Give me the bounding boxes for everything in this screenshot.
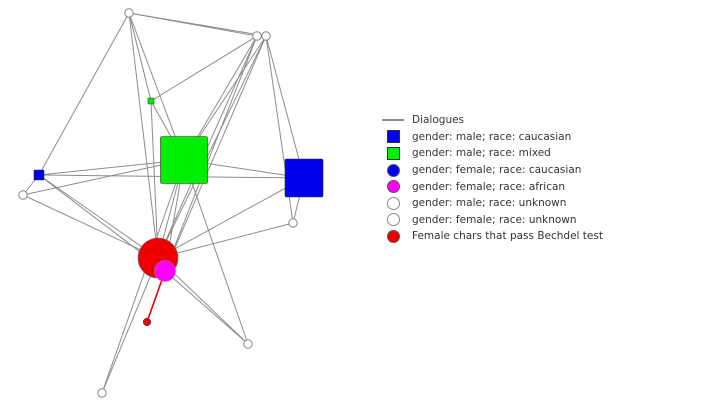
legend-label: gender: male; race: mixed (412, 147, 551, 160)
dialogue-edge (183, 159, 249, 345)
dialogue-edge (150, 35, 258, 102)
dialogue-edge (128, 12, 152, 102)
dialogue-edge (101, 159, 185, 394)
dialogue-edge (128, 12, 185, 161)
dialogue-edge (22, 159, 185, 196)
legend-item-male-caucasian: gender: male; race: caucasian (380, 129, 700, 146)
dialogue-edge (164, 35, 267, 272)
legend-label: Dialogues (412, 114, 465, 127)
node-female-african (154, 260, 176, 282)
node-unknown-c (261, 31, 271, 41)
legend: Dialogues gender: male; race: caucasian … (380, 112, 700, 245)
legend-label: gender: male; race: caucasian (412, 130, 572, 143)
legend-item-bechdel: Female chars that pass Bechdel test (380, 228, 700, 245)
legend-item-female-unknown: gender: female; race: unknown (380, 212, 700, 229)
dialogue-edges (22, 12, 305, 394)
dialogue-edge (265, 35, 305, 179)
node-unknown-a (124, 8, 134, 18)
dialogue-edge (157, 222, 294, 259)
legend-swatch-ring-icon (380, 212, 406, 228)
node-unknown-i (288, 218, 298, 228)
legend-label: Female chars that pass Bechdel test (412, 230, 603, 243)
node-unknown-n (97, 388, 107, 398)
dialogue-edge (38, 174, 159, 259)
legend-swatch-line-icon (380, 112, 406, 128)
legend-item-dialogues: Dialogues (380, 112, 700, 129)
dialogue-edge (38, 12, 130, 176)
dialogue-edge (157, 35, 267, 259)
dialogue-edge (157, 177, 305, 259)
node-male-mixed-small (147, 97, 155, 105)
node-unknown-m (243, 339, 253, 349)
node-bechdel-small (142, 317, 152, 327)
character-nodes (18, 8, 324, 398)
node-unknown-h (18, 190, 28, 200)
dialogue-edge (150, 100, 159, 259)
dialogue-edge (164, 270, 249, 345)
legend-label: gender: male; race: unknown (412, 197, 567, 210)
legend-label: gender: female; race: african (412, 180, 566, 193)
dialogue-edge (38, 159, 185, 176)
legend-swatch-square-icon (380, 145, 406, 161)
node-male-caucasian-small (33, 169, 45, 181)
dialogue-edge (22, 194, 159, 259)
dialogue-edge (101, 257, 159, 394)
legend-label: gender: female; race: caucasian (412, 164, 582, 177)
dialogue-edge (164, 35, 258, 272)
node-male-caucasian-large (284, 158, 324, 198)
dialogue-edge (128, 12, 267, 37)
legend-label: gender: female; race: unknown (412, 213, 577, 226)
legend-swatch-ring-icon (380, 195, 406, 211)
legend-swatch-circle-icon (380, 179, 406, 195)
node-unknown-b (252, 31, 262, 41)
legend-item-male-mixed: gender: male; race: mixed (380, 145, 700, 162)
legend-swatch-circle-icon (380, 228, 406, 244)
legend-item-female-caucasian: gender: female; race: caucasian (380, 162, 700, 179)
legend-swatch-circle-icon (380, 162, 406, 178)
dialogue-edge (128, 12, 159, 259)
legend-item-female-african: gender: female; race: african (380, 178, 700, 195)
node-male-mixed-large (160, 136, 208, 184)
legend-item-male-unknown: gender: male; race: unknown (380, 195, 700, 212)
legend-swatch-square-icon (380, 129, 406, 145)
